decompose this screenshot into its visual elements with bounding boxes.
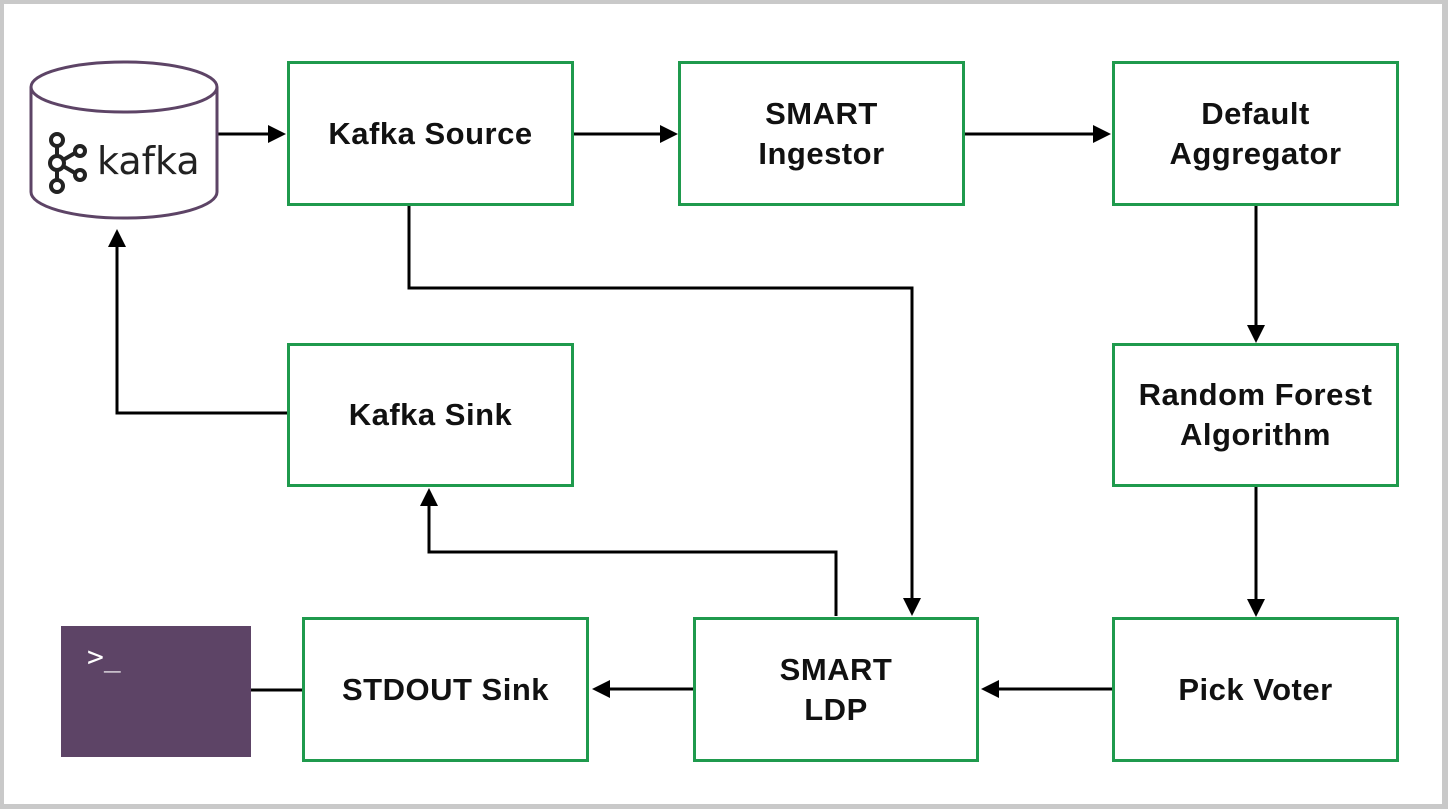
default-aggregator-label: Default Aggregator xyxy=(1169,94,1341,174)
pick-voter-label-line: Pick Voter xyxy=(1178,671,1333,707)
kafka-logo-text: kafka xyxy=(97,139,200,183)
kafka-logo-icon xyxy=(48,132,87,194)
default-aggregator-label-line-2: Aggregator xyxy=(1169,135,1342,171)
smart-ldp-label-line-2: LDP xyxy=(804,691,868,727)
kafka-sink-label-line: Kafka Sink xyxy=(348,397,513,432)
default-aggregator-node[interactable]: Default Aggregator xyxy=(1112,61,1399,206)
kafka-source-node[interactable]: Kafka Source xyxy=(287,61,574,206)
smart-ldp-label: SMART LDP xyxy=(780,650,893,730)
random-forest-label: Random Forest Algorithm xyxy=(1139,375,1373,455)
kafka-source-label: Kafka Source xyxy=(328,114,532,154)
pick-voter-node[interactable]: Pick Voter xyxy=(1112,617,1399,762)
stdout-sink-label: STDOUT Sink xyxy=(342,670,549,710)
random-forest-node[interactable]: Random Forest Algorithm xyxy=(1112,343,1399,487)
default-aggregator-label-line-1: Default xyxy=(1201,95,1310,131)
kafka-sink-label: Kafka Sink xyxy=(349,395,513,435)
stdout-sink-label-line: STDOUT Sink xyxy=(341,671,549,707)
pick-voter-label: Pick Voter xyxy=(1178,670,1332,710)
stdout-sink-node[interactable]: STDOUT Sink xyxy=(302,617,589,762)
terminal-prompt: >_ xyxy=(87,640,121,673)
smart-ingestor-label: SMART Ingestor xyxy=(758,94,884,174)
kafka-source-label-line: Kafka Source xyxy=(328,115,533,151)
smart-ldp-label-line-1: SMART xyxy=(779,651,893,687)
terminal-icon: >_ xyxy=(61,626,251,757)
smart-ldp-node[interactable]: SMART LDP xyxy=(693,617,979,762)
smart-ingestor-label-line-2: Ingestor xyxy=(758,135,885,171)
random-forest-label-line-2: Algorithm xyxy=(1180,417,1331,452)
kafka-database-icon xyxy=(29,60,219,220)
random-forest-label-line-1: Random Forest xyxy=(1138,377,1373,412)
edge-kafka-source-to-ldp xyxy=(407,206,921,616)
connector-layer xyxy=(108,125,1265,699)
smart-ingestor-node[interactable]: SMART Ingestor xyxy=(678,61,965,206)
smart-ingestor-label-line-1: SMART xyxy=(765,95,878,131)
edge-kafka-sink-to-kafka xyxy=(108,229,287,415)
diagram-canvas: kafka Kafka Source SMART Ingestor Defaul… xyxy=(4,4,1442,804)
kafka-sink-node[interactable]: Kafka Sink xyxy=(287,343,574,487)
edge-ldp-to-kafka-sink xyxy=(420,488,838,616)
